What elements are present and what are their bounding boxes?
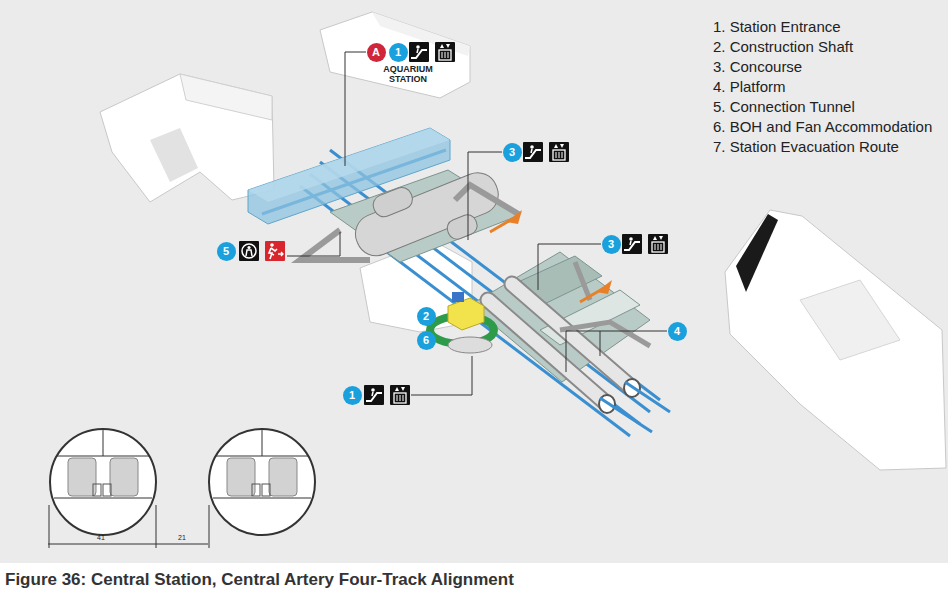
callout-number: A bbox=[367, 43, 386, 62]
callout-text: 6 bbox=[423, 335, 429, 346]
callout-text: 5 bbox=[223, 246, 229, 257]
callout-text: A bbox=[372, 47, 380, 58]
callout-number: 2 bbox=[417, 307, 436, 326]
callout-number: 3 bbox=[602, 235, 621, 254]
station-name: AQUARIUM STATION bbox=[378, 64, 438, 84]
key-item: 2. Construction Shaft bbox=[713, 38, 853, 56]
callout-text: 3 bbox=[608, 239, 614, 250]
callout-text: 3 bbox=[509, 147, 515, 158]
figure-caption: Figure 36: Central Station, Central Arte… bbox=[5, 570, 514, 590]
key-item: 1. Station Entrance bbox=[713, 18, 841, 36]
callout-text: 1 bbox=[395, 47, 401, 58]
callout-number: 1 bbox=[343, 386, 362, 405]
callout-number: 1 bbox=[389, 43, 408, 62]
dimension: 21 bbox=[178, 534, 186, 542]
callout-number: 5 bbox=[217, 242, 236, 261]
dimension: 41 bbox=[97, 534, 105, 542]
key-item: 6. BOH and Fan Accommodation bbox=[713, 118, 932, 136]
callout-text: 2 bbox=[423, 311, 429, 322]
callout-text: 1 bbox=[349, 390, 355, 401]
key-item: 5. Connection Tunnel bbox=[713, 98, 855, 116]
callout-number: 4 bbox=[668, 322, 687, 341]
callout-number: 3 bbox=[503, 143, 522, 162]
key-item: 3. Concourse bbox=[713, 58, 802, 76]
key-item: 4. Platform bbox=[713, 78, 786, 96]
callout-number: 6 bbox=[417, 331, 436, 350]
callout-text: 4 bbox=[674, 326, 680, 337]
key-item: 7. Station Evacuation Route bbox=[713, 138, 899, 156]
